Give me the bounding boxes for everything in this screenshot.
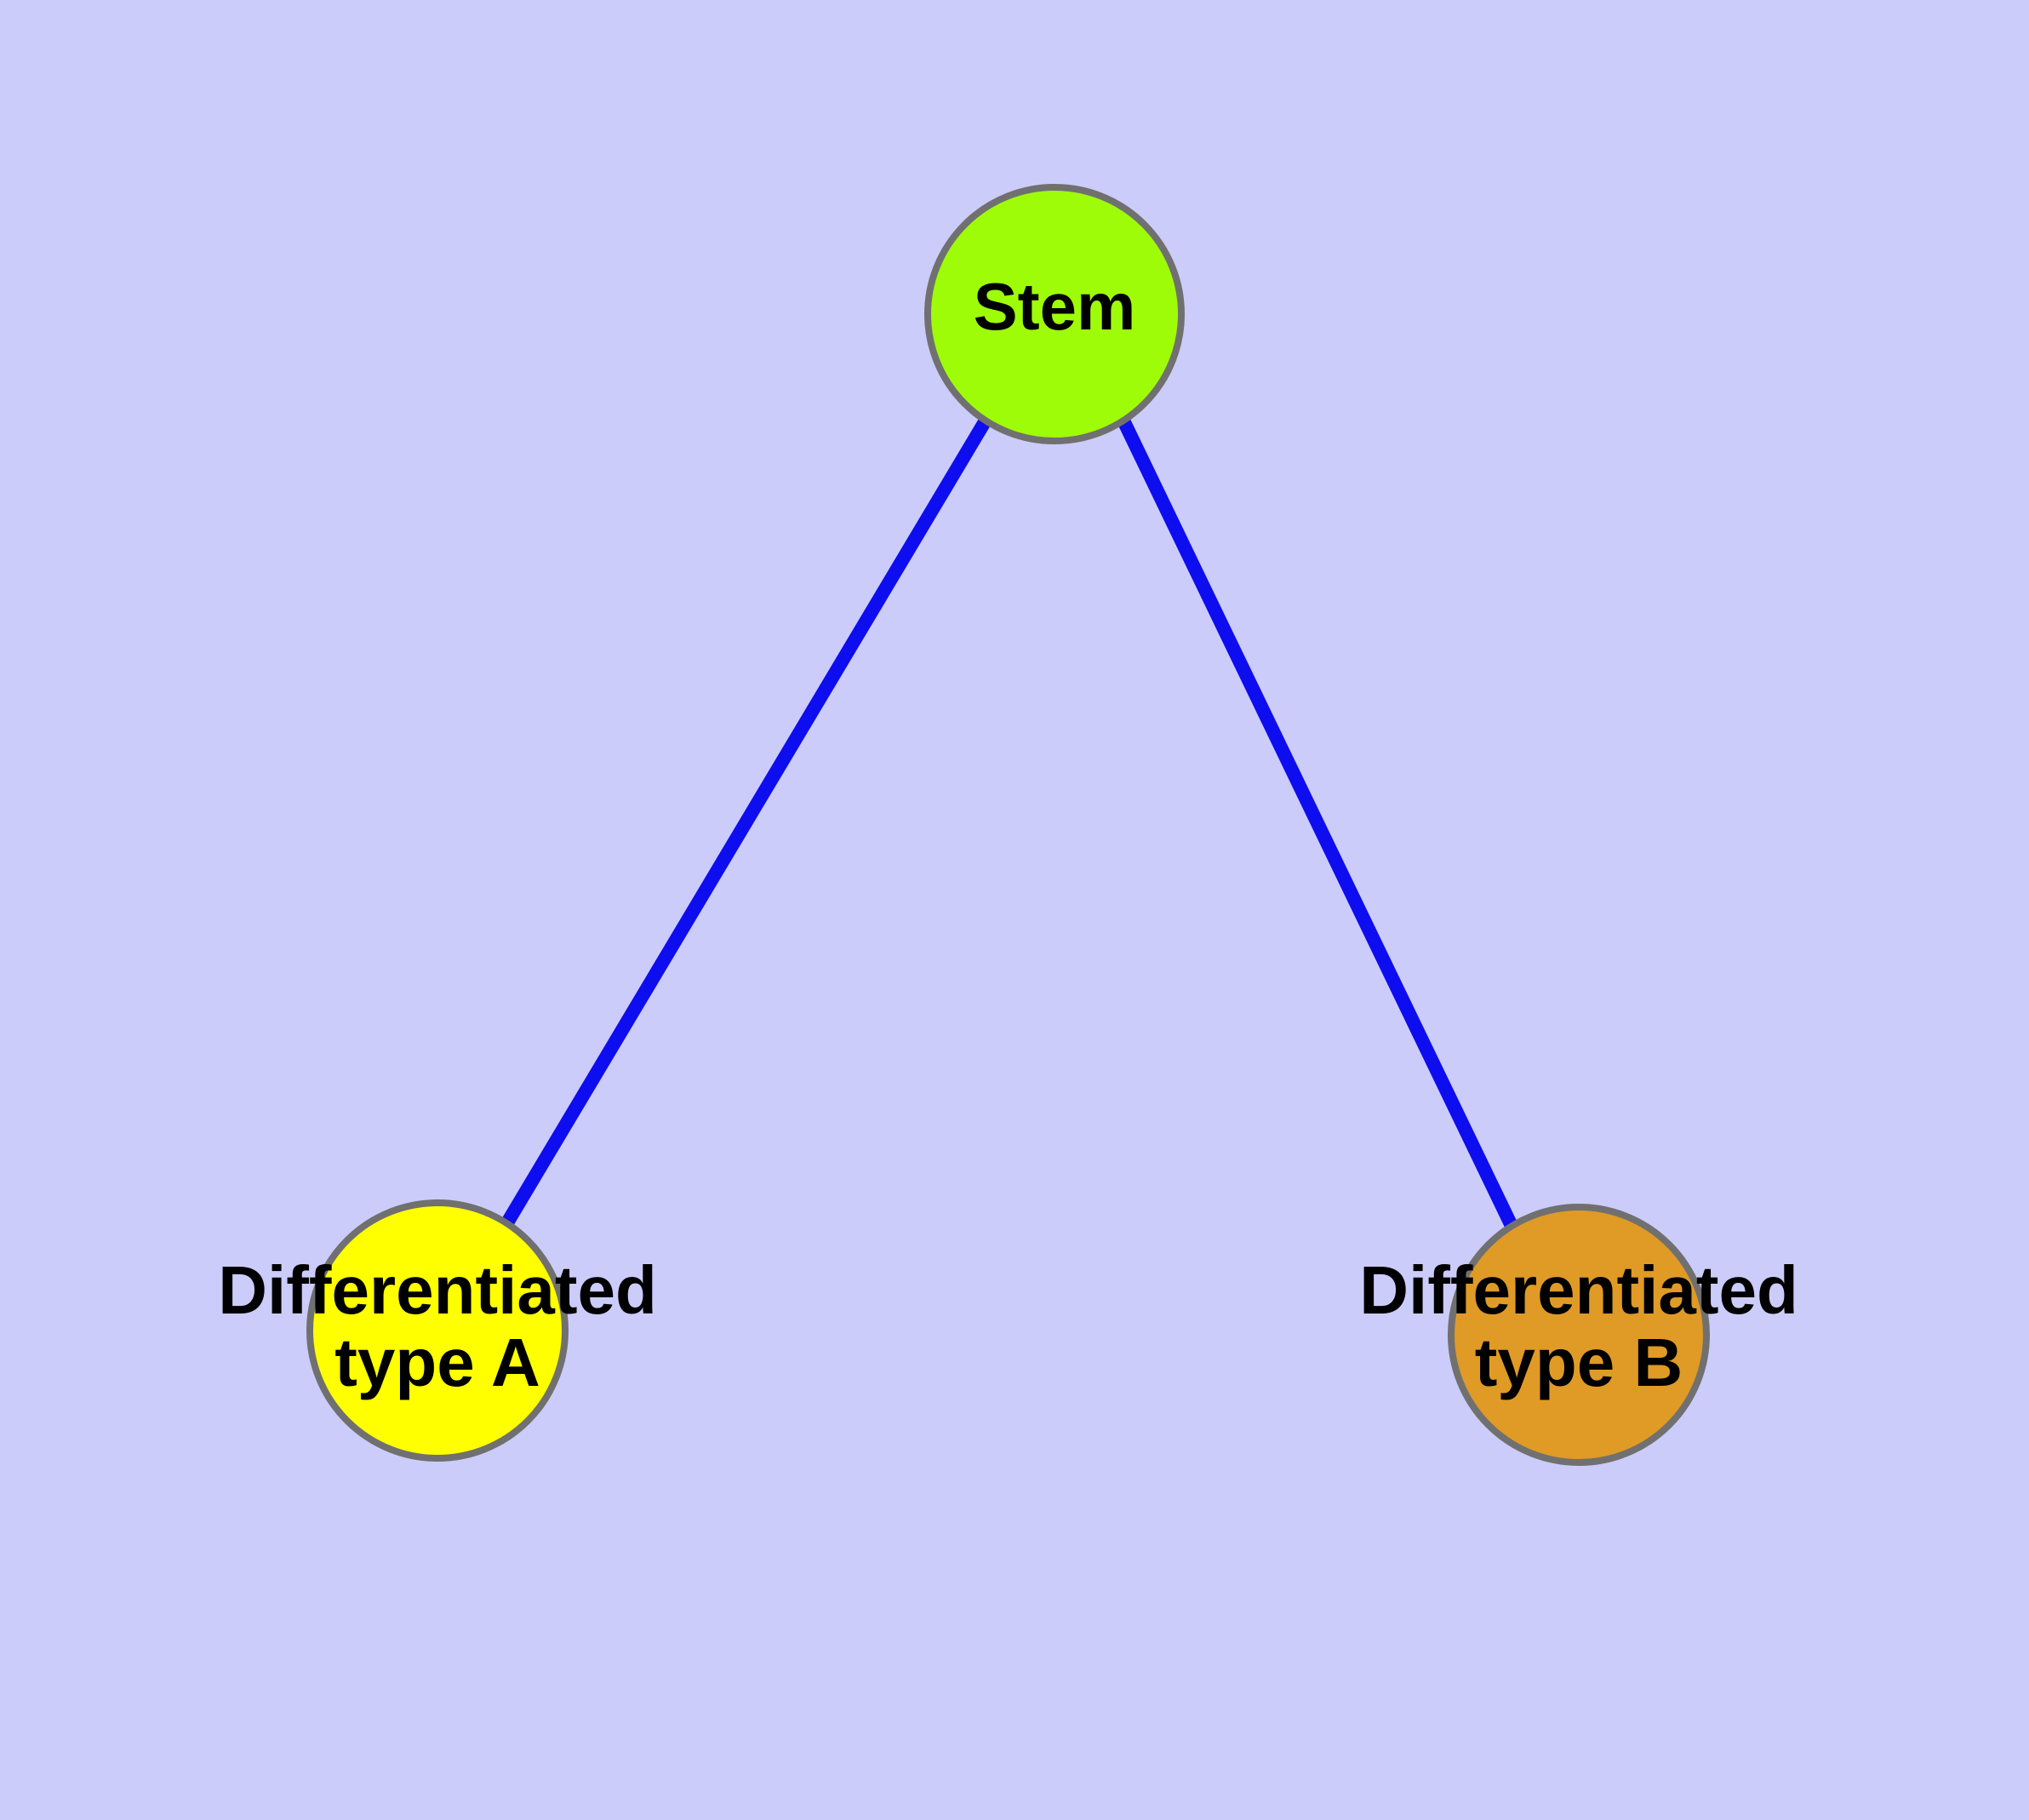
- node-circle-differentiated-type-a[interactable]: [306, 1199, 569, 1462]
- edge-stem-to-differentiated-type-b[interactable]: [1117, 417, 1518, 1229]
- node-circle-stem[interactable]: [924, 184, 1185, 444]
- node-circle-differentiated-type-b[interactable]: [1448, 1204, 1710, 1466]
- edge-stem-to-differentiated-type-a[interactable]: [500, 416, 992, 1228]
